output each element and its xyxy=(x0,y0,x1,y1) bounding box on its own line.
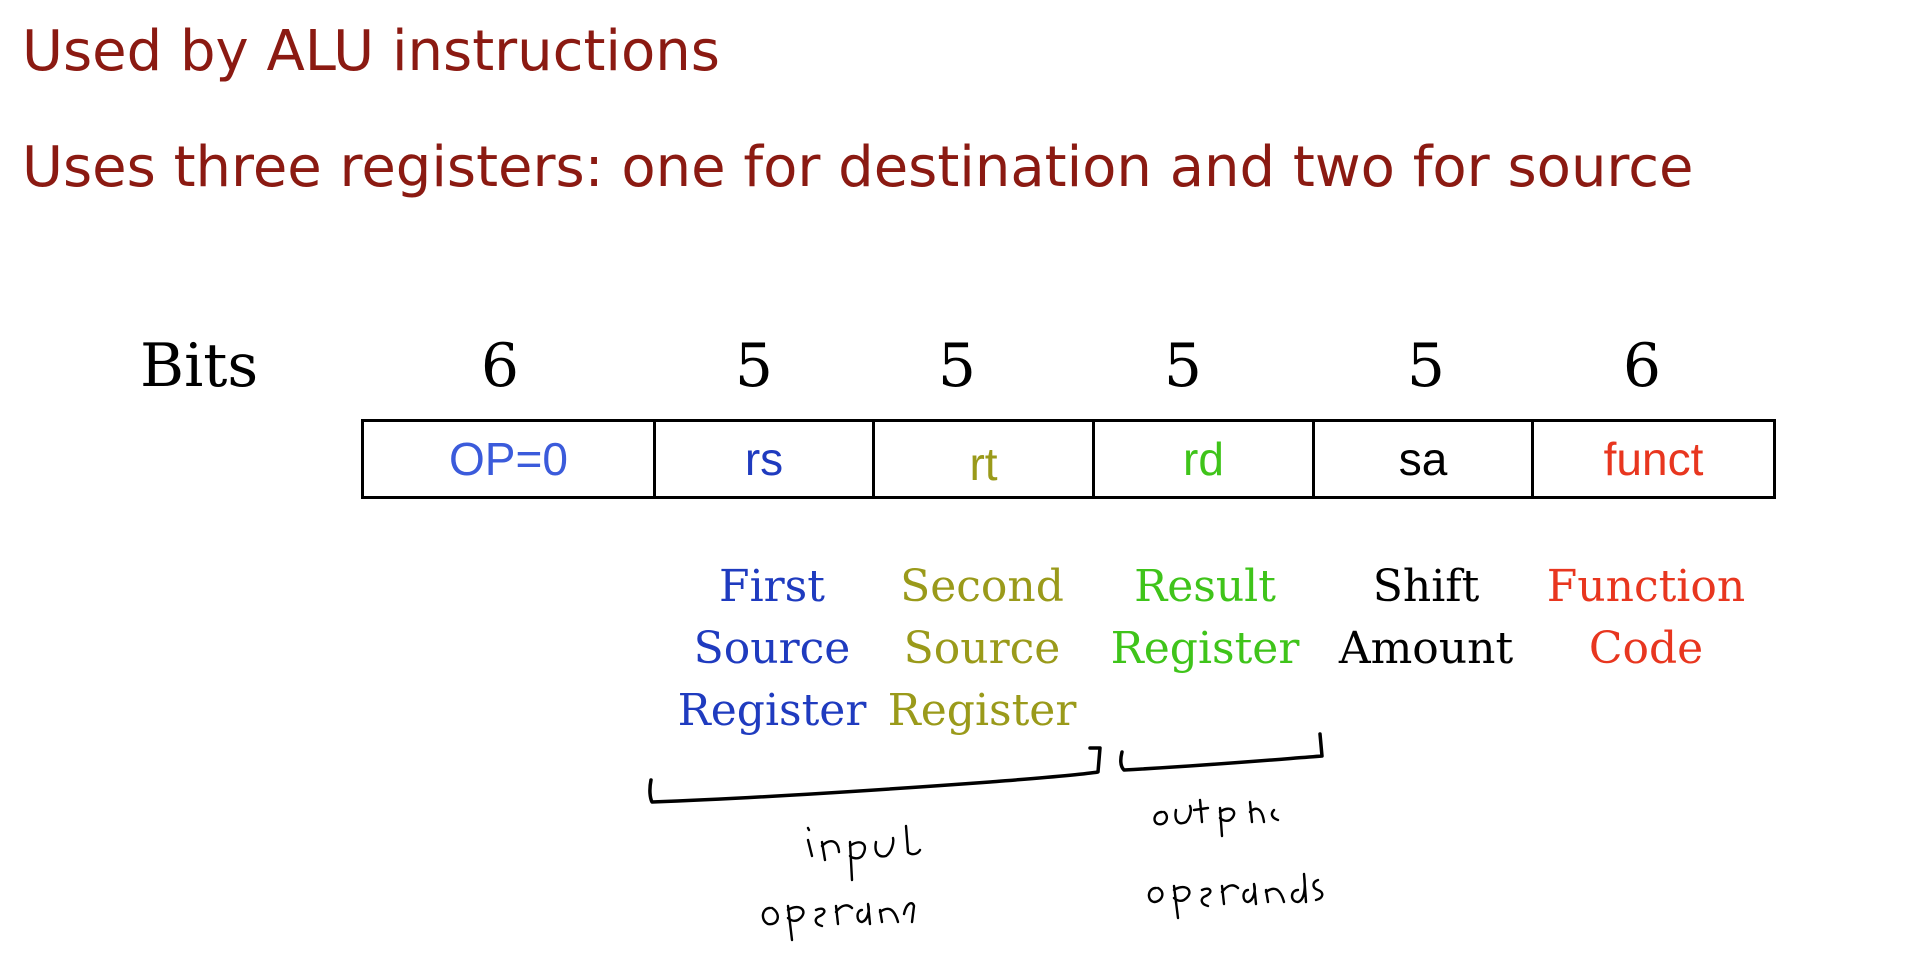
bullet-three-registers: Uses three registers: one for destinatio… xyxy=(22,135,1694,200)
desc-sa-line-1: Shift xyxy=(1372,561,1480,612)
desc-rs-line-3: Register xyxy=(677,685,867,736)
desc-rs-line-1: First xyxy=(719,561,825,612)
desc-rt-line-1: Second xyxy=(900,561,1064,612)
bits-rt: 5 xyxy=(937,331,977,401)
desc-rt: Second Source Register xyxy=(882,556,1082,742)
bits-rs: 5 xyxy=(734,331,774,401)
field-funct: funct xyxy=(1603,433,1704,485)
instruction-format-box: OP=0 rs rt rd sa funct xyxy=(361,419,1776,499)
outputs-handwriting xyxy=(1153,798,1280,838)
desc-sa-line-2: Amount xyxy=(1338,623,1514,674)
operands-handwriting-left xyxy=(761,902,916,942)
field-op: OP=0 xyxy=(364,422,656,496)
operands-handwriting-right xyxy=(1147,872,1324,920)
desc-rd-line-2: Register xyxy=(1110,623,1300,674)
bits-funct: 6 xyxy=(1622,331,1662,401)
input-operands-brace xyxy=(648,746,1102,804)
field-rt: rt xyxy=(875,422,1095,496)
output-operands-brace xyxy=(1118,732,1324,772)
desc-funct: Function Code xyxy=(1546,556,1746,680)
bullet-alu-instructions: Used by ALU instructions xyxy=(22,19,720,84)
desc-funct-line-1: Function xyxy=(1546,561,1746,612)
field-rs: rs xyxy=(656,422,875,496)
bits-sa: 5 xyxy=(1406,331,1446,401)
bits-label: Bits xyxy=(140,331,259,401)
desc-rs-line-2: Source xyxy=(693,623,851,674)
desc-rs: First Source Register xyxy=(672,556,872,742)
field-sa: sa xyxy=(1315,422,1534,496)
desc-rt-line-3: Register xyxy=(887,685,1077,736)
desc-rd: Result Register xyxy=(1105,556,1305,680)
desc-rt-line-2: Source xyxy=(903,623,1061,674)
desc-sa: Shift Amount xyxy=(1326,556,1526,680)
desc-funct-line-2: Code xyxy=(1588,623,1704,674)
bits-op: 6 xyxy=(480,331,520,401)
bits-rd: 5 xyxy=(1163,331,1203,401)
input-handwriting xyxy=(806,824,922,882)
field-rd: rd xyxy=(1095,422,1315,496)
desc-rd-line-1: Result xyxy=(1134,561,1276,612)
